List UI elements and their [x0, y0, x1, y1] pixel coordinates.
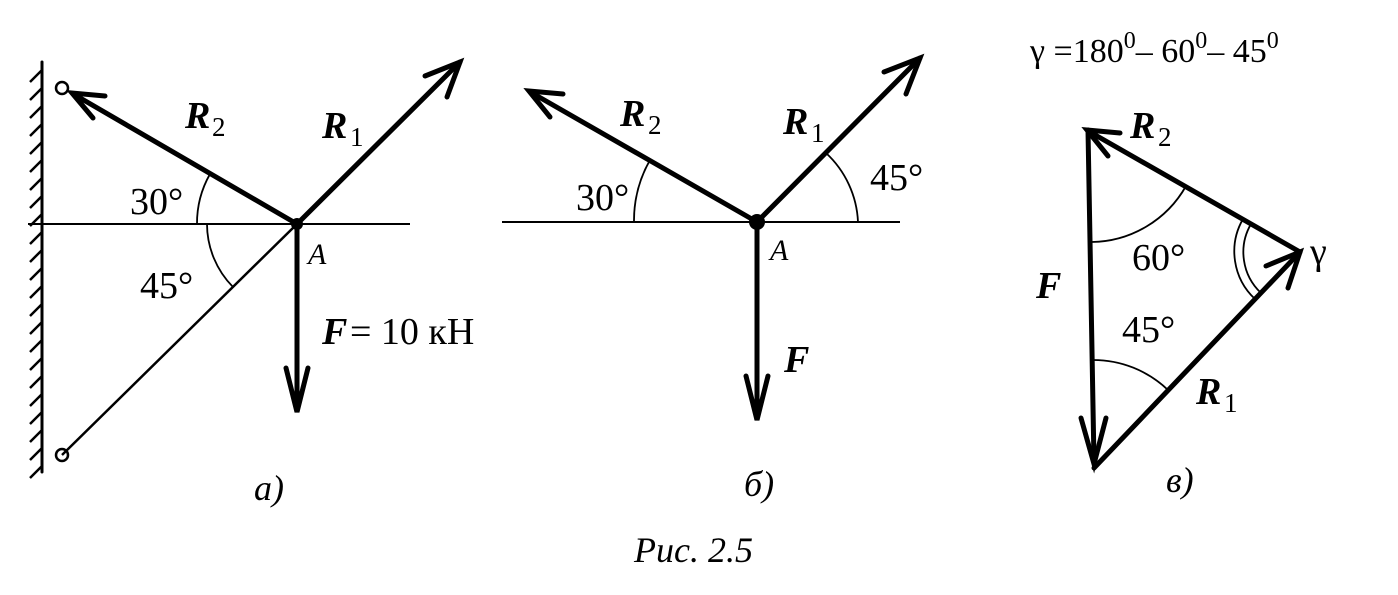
formula-deg-3: 0: [1267, 28, 1279, 54]
arrowhead-f-a: [283, 365, 311, 413]
label-force-c: F: [1035, 265, 1061, 307]
label-r2-sub-b: 2: [648, 110, 662, 140]
label-force-a: F: [321, 311, 347, 353]
arc-45-a: [206, 223, 234, 288]
label-r2-b: R: [619, 93, 645, 135]
label-r1-sub-b: 1: [811, 118, 825, 148]
label-point-a: A: [306, 238, 327, 271]
formula-mid-1: – 60: [1135, 33, 1196, 70]
arrowhead-r1-b: [881, 53, 925, 97]
caption-c: в): [1166, 460, 1194, 500]
arrowhead-r2-a: [66, 89, 108, 121]
vector-r1-a: [294, 59, 463, 227]
arrowhead-r2-b: [523, 87, 566, 120]
vector-r2-c: [1087, 129, 1303, 255]
wall-hatch-line: [29, 123, 43, 137]
wall-hatch-line: [29, 321, 43, 335]
label-r2-sub-a: 2: [212, 112, 226, 142]
arc-gamma-c-1: [1233, 218, 1256, 300]
figure-caption: Рис. 2.5: [633, 530, 753, 570]
label-force-value-a: = 10 кН: [350, 311, 474, 353]
wall-hatch-line: [29, 411, 43, 425]
wall-hatching: [29, 69, 43, 479]
arrowhead-r1-a: [422, 57, 465, 100]
wall-hatch-line: [29, 105, 43, 119]
hinge-bottom: [54, 447, 70, 463]
label-angle-30-a: 30°: [130, 181, 183, 223]
label-r2-a: R: [184, 95, 210, 137]
arrowhead-f-c: [1078, 415, 1109, 474]
wall-hatch-line: [29, 249, 43, 263]
wall-hatch-line: [29, 393, 43, 407]
label-force-b: F: [783, 339, 809, 381]
wall-hatch-line: [29, 447, 43, 461]
wall-hatch-line: [29, 303, 43, 317]
wall-hatch-line: [29, 159, 43, 173]
formula-mid-2: – 45: [1206, 33, 1267, 70]
label-angle-30-b: 30°: [576, 177, 629, 219]
wall-hatch-line: [29, 285, 43, 299]
wall-hatch-line: [29, 231, 43, 245]
arc-45-b: [825, 152, 859, 223]
label-r1-b: R: [782, 101, 808, 143]
wall-hatch-line: [29, 267, 43, 281]
label-point-b: A: [768, 234, 789, 267]
arc-45-c: [1092, 359, 1169, 391]
caption-b: б): [744, 464, 774, 504]
rod-lower: [61, 223, 298, 456]
vector-r2-a: [72, 92, 300, 227]
label-gamma-c: γ: [1309, 231, 1327, 273]
caption-a: а): [254, 468, 284, 508]
formula-deg-2: 0: [1195, 28, 1207, 54]
point-a-dot-b: [749, 214, 765, 230]
wall-hatch-line: [29, 141, 43, 155]
wall-hatch-line: [29, 357, 43, 371]
wall-hatch-line: [29, 429, 43, 443]
wall-hatch-line: [29, 195, 43, 209]
vector-r1-b: [754, 55, 923, 225]
label-angle-45-a: 45°: [140, 265, 193, 307]
label-angle-45-b: 45°: [870, 157, 923, 199]
panel-a: R 2 R 1 30° 45° A F = 10 кН а): [28, 57, 474, 508]
label-r1-c: R: [1195, 371, 1221, 413]
formula-lhs: γ =180: [1029, 33, 1124, 70]
arc-30-b: [633, 159, 651, 223]
arrowhead-f-b: [743, 373, 771, 421]
arc-gamma-c-2: [1242, 223, 1262, 294]
hinge-top: [54, 80, 70, 96]
wall-hatch-line: [29, 339, 43, 353]
label-r1-sub-c: 1: [1224, 388, 1238, 418]
arc-60-c: [1091, 185, 1187, 243]
wall-hatch-line: [29, 375, 43, 389]
label-angle-45-c: 45°: [1122, 309, 1175, 351]
point-a-dot: [291, 218, 303, 230]
vector-r2-b: [529, 90, 760, 225]
arc-30-a: [196, 173, 211, 225]
label-r1-a: R: [321, 105, 347, 147]
formula-deg-1: 0: [1124, 28, 1136, 54]
panel-b: R 2 R 1 30° 45° A F б): [502, 53, 925, 504]
vector-r1-c: [1091, 249, 1303, 471]
label-angle-60-c: 60°: [1132, 237, 1185, 279]
wall-hatch-line: [29, 177, 43, 191]
label-r2-sub-c: 2: [1158, 122, 1172, 152]
label-r1-sub-a: 1: [350, 122, 364, 152]
vector-f-c: [1085, 127, 1097, 465]
wall-hatch-line: [29, 87, 43, 101]
arrowhead-r2-c: [1081, 126, 1123, 159]
formula: γ =1800– 600– 450: [1029, 28, 1279, 70]
wall-hatch-line: [29, 465, 43, 479]
label-r2-c: R: [1129, 105, 1155, 147]
wall-hatch-line: [29, 69, 43, 83]
panel-c: γ =1800– 600– 450 R 2 F 60° 45° γ R 1 в): [1029, 28, 1327, 500]
